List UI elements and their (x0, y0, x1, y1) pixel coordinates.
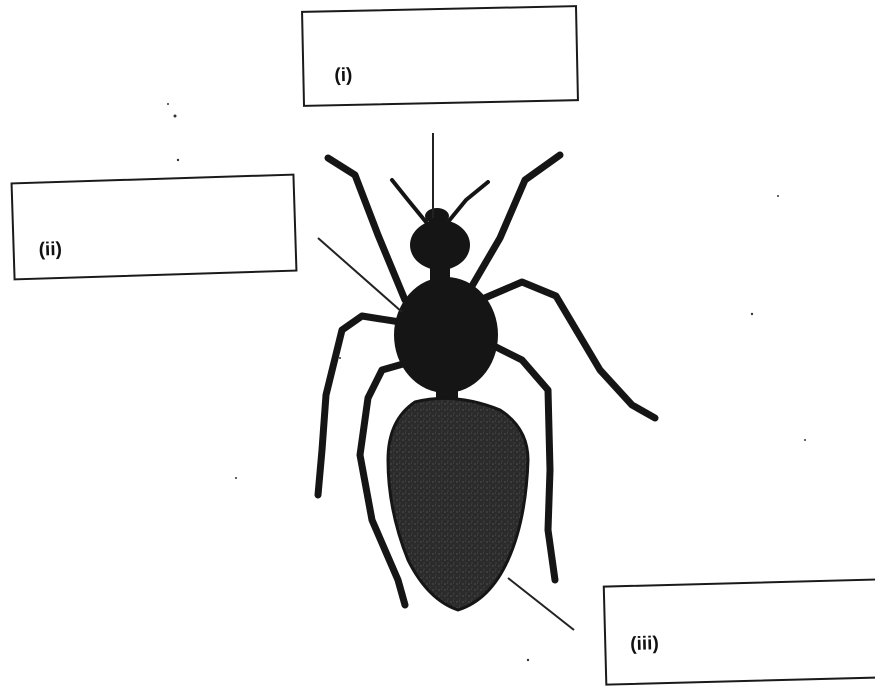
insect-body (388, 208, 528, 610)
label-box-ii[interactable]: (ii) (11, 174, 298, 281)
label-iii: (iii) (630, 633, 659, 656)
insect-abdomen (388, 398, 528, 610)
label-i: (i) (334, 65, 352, 87)
label-box-i[interactable]: (i) (301, 5, 579, 107)
label-ii: (ii) (38, 239, 62, 262)
insect-thorax (394, 277, 498, 393)
leader-line-ii (318, 238, 402, 312)
leader-line-iii (508, 578, 574, 630)
label-box-iii[interactable]: (iii) (603, 578, 875, 685)
